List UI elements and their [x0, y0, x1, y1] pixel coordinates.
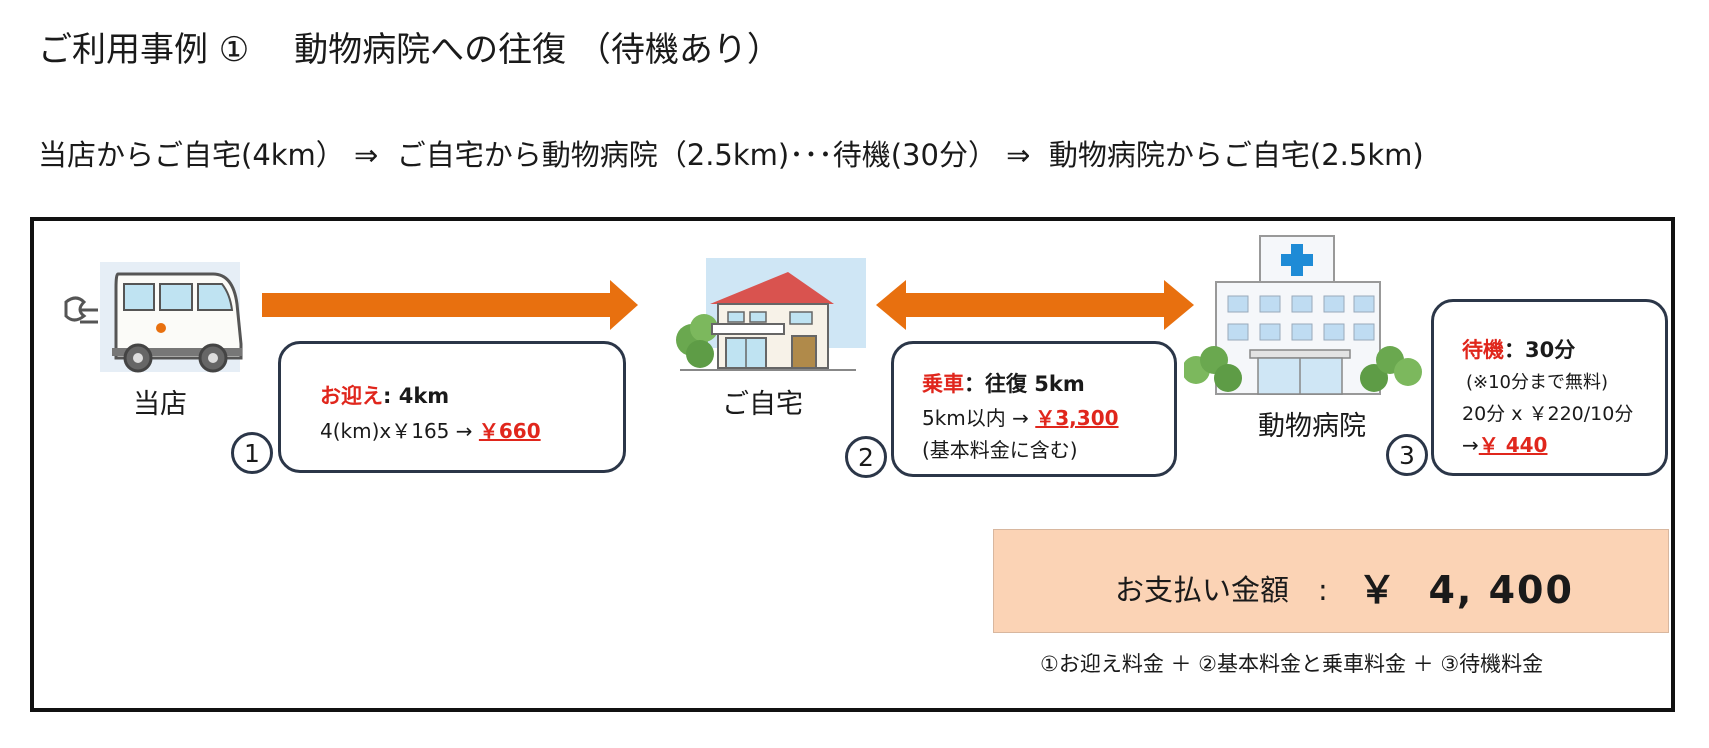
total-formula: ①お迎え料金 ＋ ②基本料金と乗車料金 ＋ ③待機料金 — [1040, 652, 1544, 676]
step-3-note: (※10分まで無料) — [1466, 372, 1609, 393]
page-title: ご利用事例 ① 動物病院への往復 （待機あり） — [38, 30, 781, 70]
step-2-note: (基本料金に含む) — [922, 438, 1078, 462]
house-icon — [676, 258, 866, 371]
arrow-right-icon — [262, 280, 638, 330]
place-hospital: 動物病院 — [1258, 411, 1366, 442]
step-1-title-label: お迎え — [320, 384, 383, 408]
step-3-title-detail: ：30分 — [1504, 338, 1576, 362]
step-1-title: お迎え: 4km — [320, 380, 449, 410]
step-3-number: 3 — [1386, 434, 1428, 476]
step-2-number: 2 — [845, 436, 887, 478]
step-2-title: 乗車：往復 5km — [922, 368, 1085, 398]
step-3-box — [1431, 299, 1668, 476]
hospital-icon — [1184, 235, 1422, 395]
place-shop: 当店 — [133, 389, 187, 420]
step-2-calc-text: 5km以内 → — [922, 406, 1036, 430]
step-3-title: 待機：30分 — [1462, 334, 1575, 364]
step-2-box — [891, 341, 1177, 477]
step-1-amount: ￥660 — [478, 419, 541, 443]
step-3-title-label: 待機 — [1462, 338, 1504, 362]
step-2-title-label: 乗車 — [922, 372, 964, 396]
step-1-calc: 4(km)x￥165 → ￥660 — [320, 415, 541, 444]
route-summary: 当店からご自宅(4km） ⇒ ご自宅から動物病院（2.5km)･･･待機(30分… — [38, 138, 1424, 172]
diagram-frame — [30, 217, 1675, 712]
step-1-title-detail: : 4km — [383, 384, 450, 408]
step-3-arrow: → — [1462, 433, 1479, 457]
step-3-calc: 20分 x ￥220/10分 — [1462, 403, 1634, 425]
van-icon — [64, 262, 243, 373]
total-value: ￥ 4, 400 — [1358, 568, 1574, 612]
total-label: お支払い金額 : — [1115, 573, 1328, 607]
total-panel — [993, 529, 1669, 633]
step-3-amount: ￥ 440 — [1478, 433, 1548, 457]
step-1-box — [278, 341, 626, 473]
arrow-bidirectional-icon — [876, 280, 1194, 330]
step-2-calc: 5km以内 → ￥3,300 — [922, 402, 1119, 431]
step-1-calc-text: 4(km)x￥165 → — [320, 419, 479, 443]
step-2-amount: ￥3,300 — [1035, 406, 1119, 430]
step-1-number: 1 — [231, 432, 273, 474]
place-home: ご自宅 — [722, 389, 803, 420]
step-3-result: →￥ 440 — [1462, 429, 1547, 458]
step-2-title-detail: ：往復 5km — [964, 372, 1085, 396]
